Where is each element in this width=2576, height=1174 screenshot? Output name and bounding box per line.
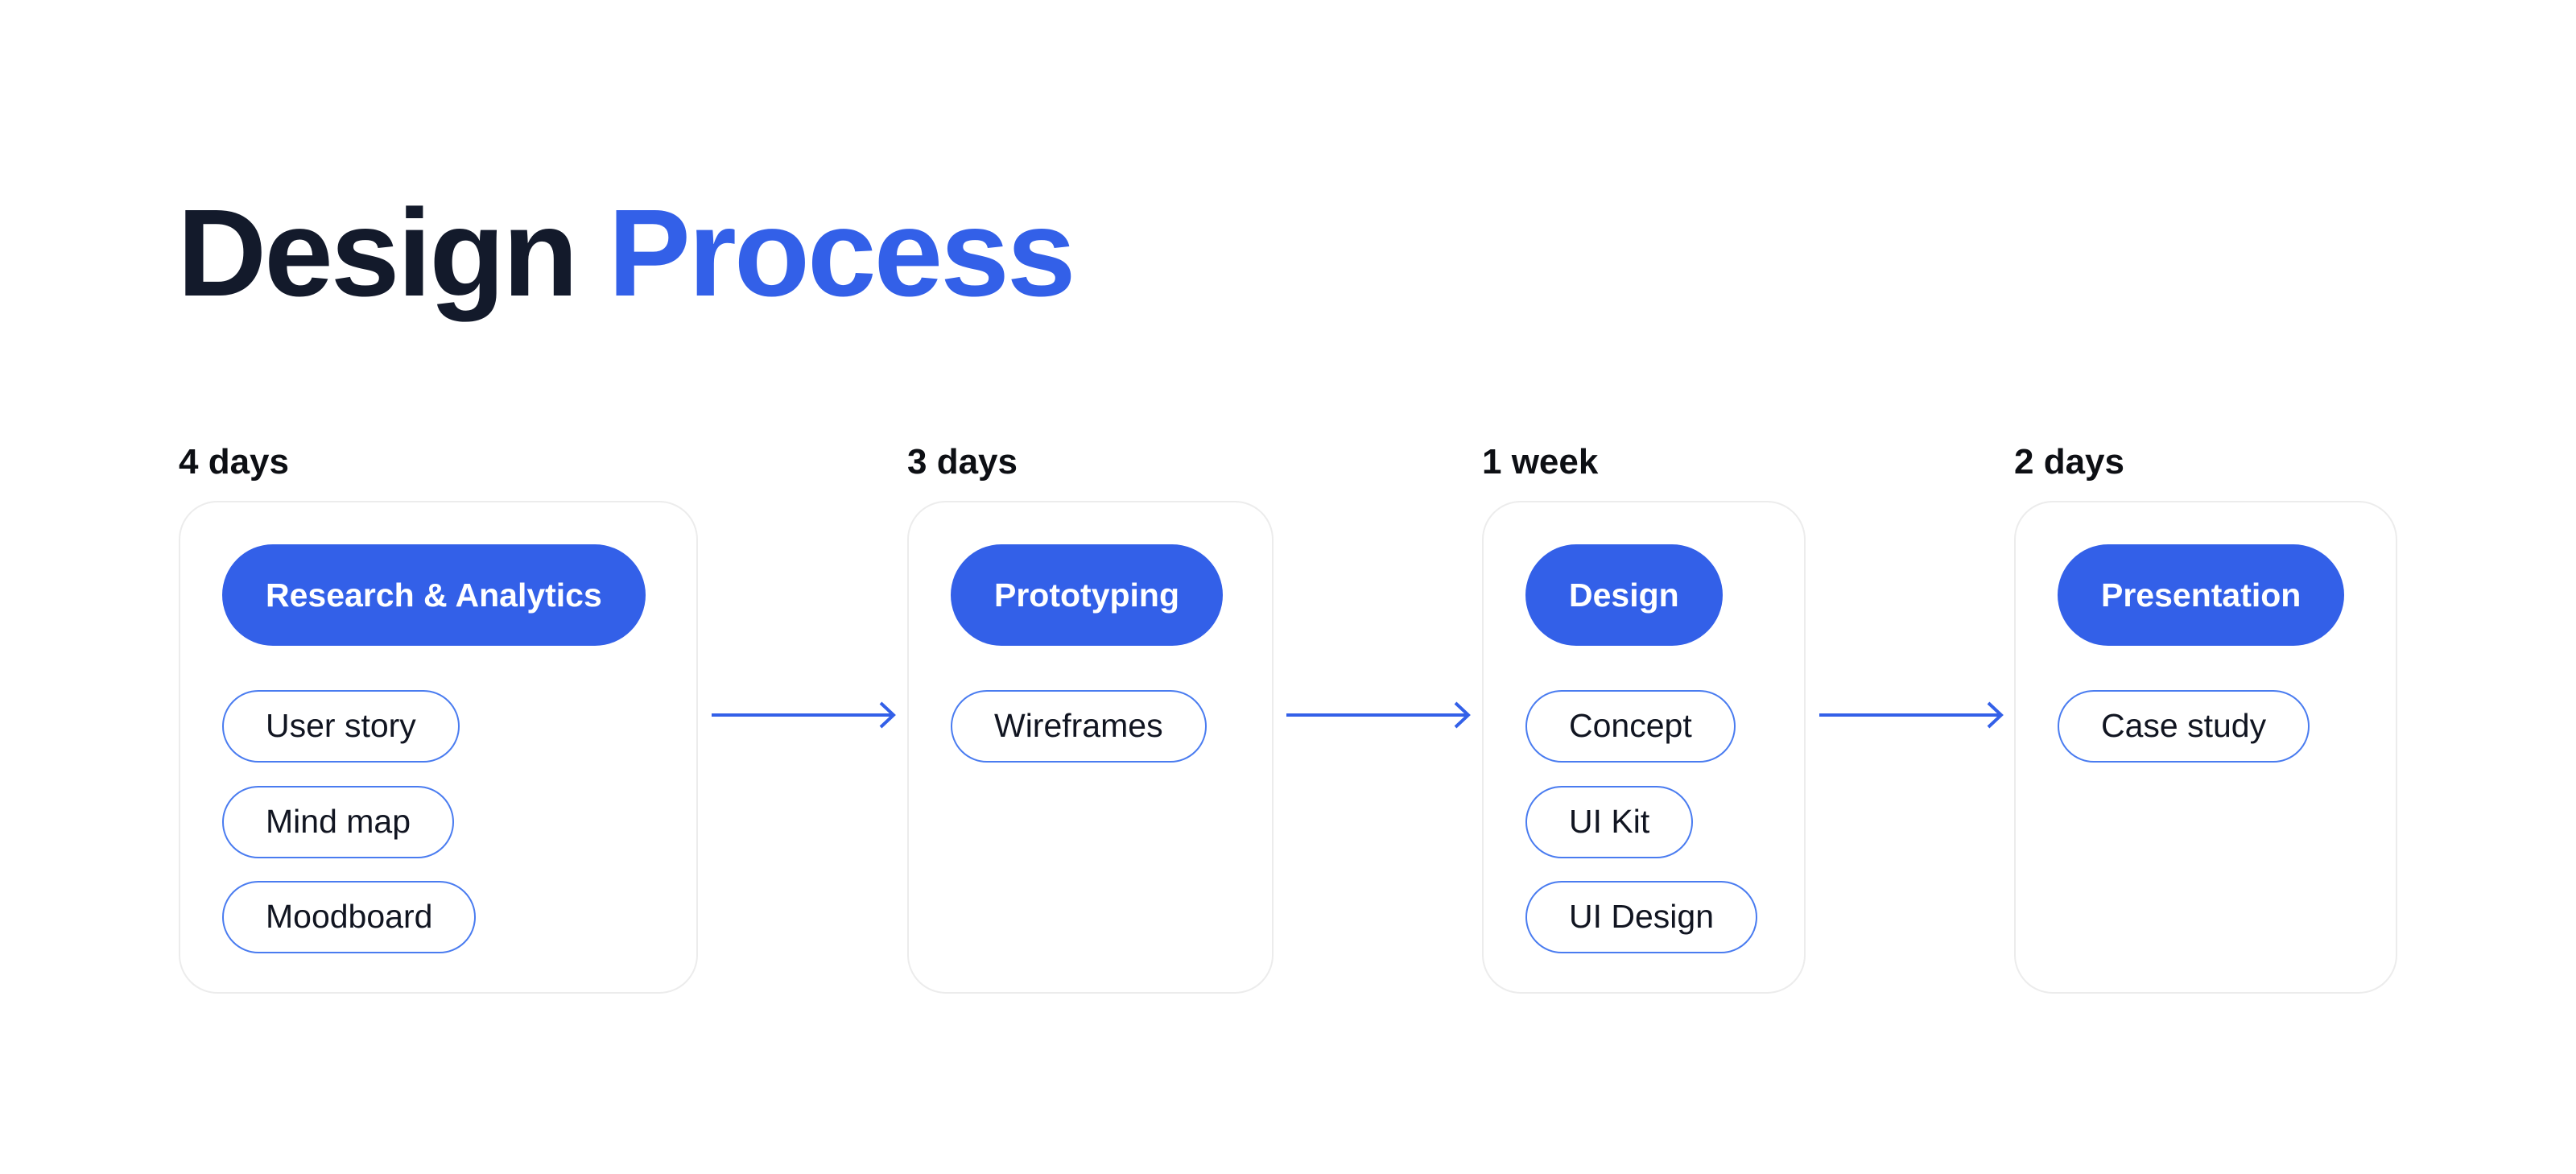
stage-item-pill[interactable]: Concept bbox=[1525, 690, 1736, 763]
stage-duration: 3 days bbox=[907, 442, 1018, 482]
stage-card-prototyping: Prototyping Wireframes bbox=[907, 501, 1274, 994]
stage-duration: 2 days bbox=[2014, 442, 2124, 482]
stage-title-pill[interactable]: Design bbox=[1525, 544, 1723, 646]
stage-item-pill[interactable]: Case study bbox=[2058, 690, 2310, 763]
title-part-1: Design bbox=[177, 184, 578, 322]
arrow-right-icon bbox=[712, 701, 896, 729]
title-part-2: Process bbox=[608, 184, 1075, 322]
stage-item-pill[interactable]: Mind map bbox=[222, 786, 455, 858]
stage-item-pill[interactable]: UI Kit bbox=[1525, 786, 1694, 858]
stage-title-pill[interactable]: Research & Analytics bbox=[222, 544, 646, 646]
page-title: Design Process bbox=[177, 179, 1076, 328]
arrow-right-icon bbox=[1286, 701, 1471, 729]
stage-card-design: Design Concept UI Kit UI Design bbox=[1482, 501, 1806, 994]
stage-item-pill[interactable]: User story bbox=[222, 690, 460, 763]
stage-title-pill[interactable]: Prototyping bbox=[951, 544, 1224, 646]
stage-duration: 4 days bbox=[179, 442, 289, 482]
stage-card-presentation: Presentation Case study bbox=[2014, 501, 2397, 994]
stage-duration: 1 week bbox=[1482, 442, 1599, 482]
stage-item-pill[interactable]: Wireframes bbox=[951, 690, 1207, 763]
stage-title-pill[interactable]: Presentation bbox=[2058, 544, 2345, 646]
stage-card-research: Research & Analytics User story Mind map… bbox=[179, 501, 698, 994]
stage-item-pill[interactable]: UI Design bbox=[1525, 881, 1758, 953]
stage-item-pill[interactable]: Moodboard bbox=[222, 881, 477, 953]
arrow-right-icon bbox=[1819, 701, 2004, 729]
